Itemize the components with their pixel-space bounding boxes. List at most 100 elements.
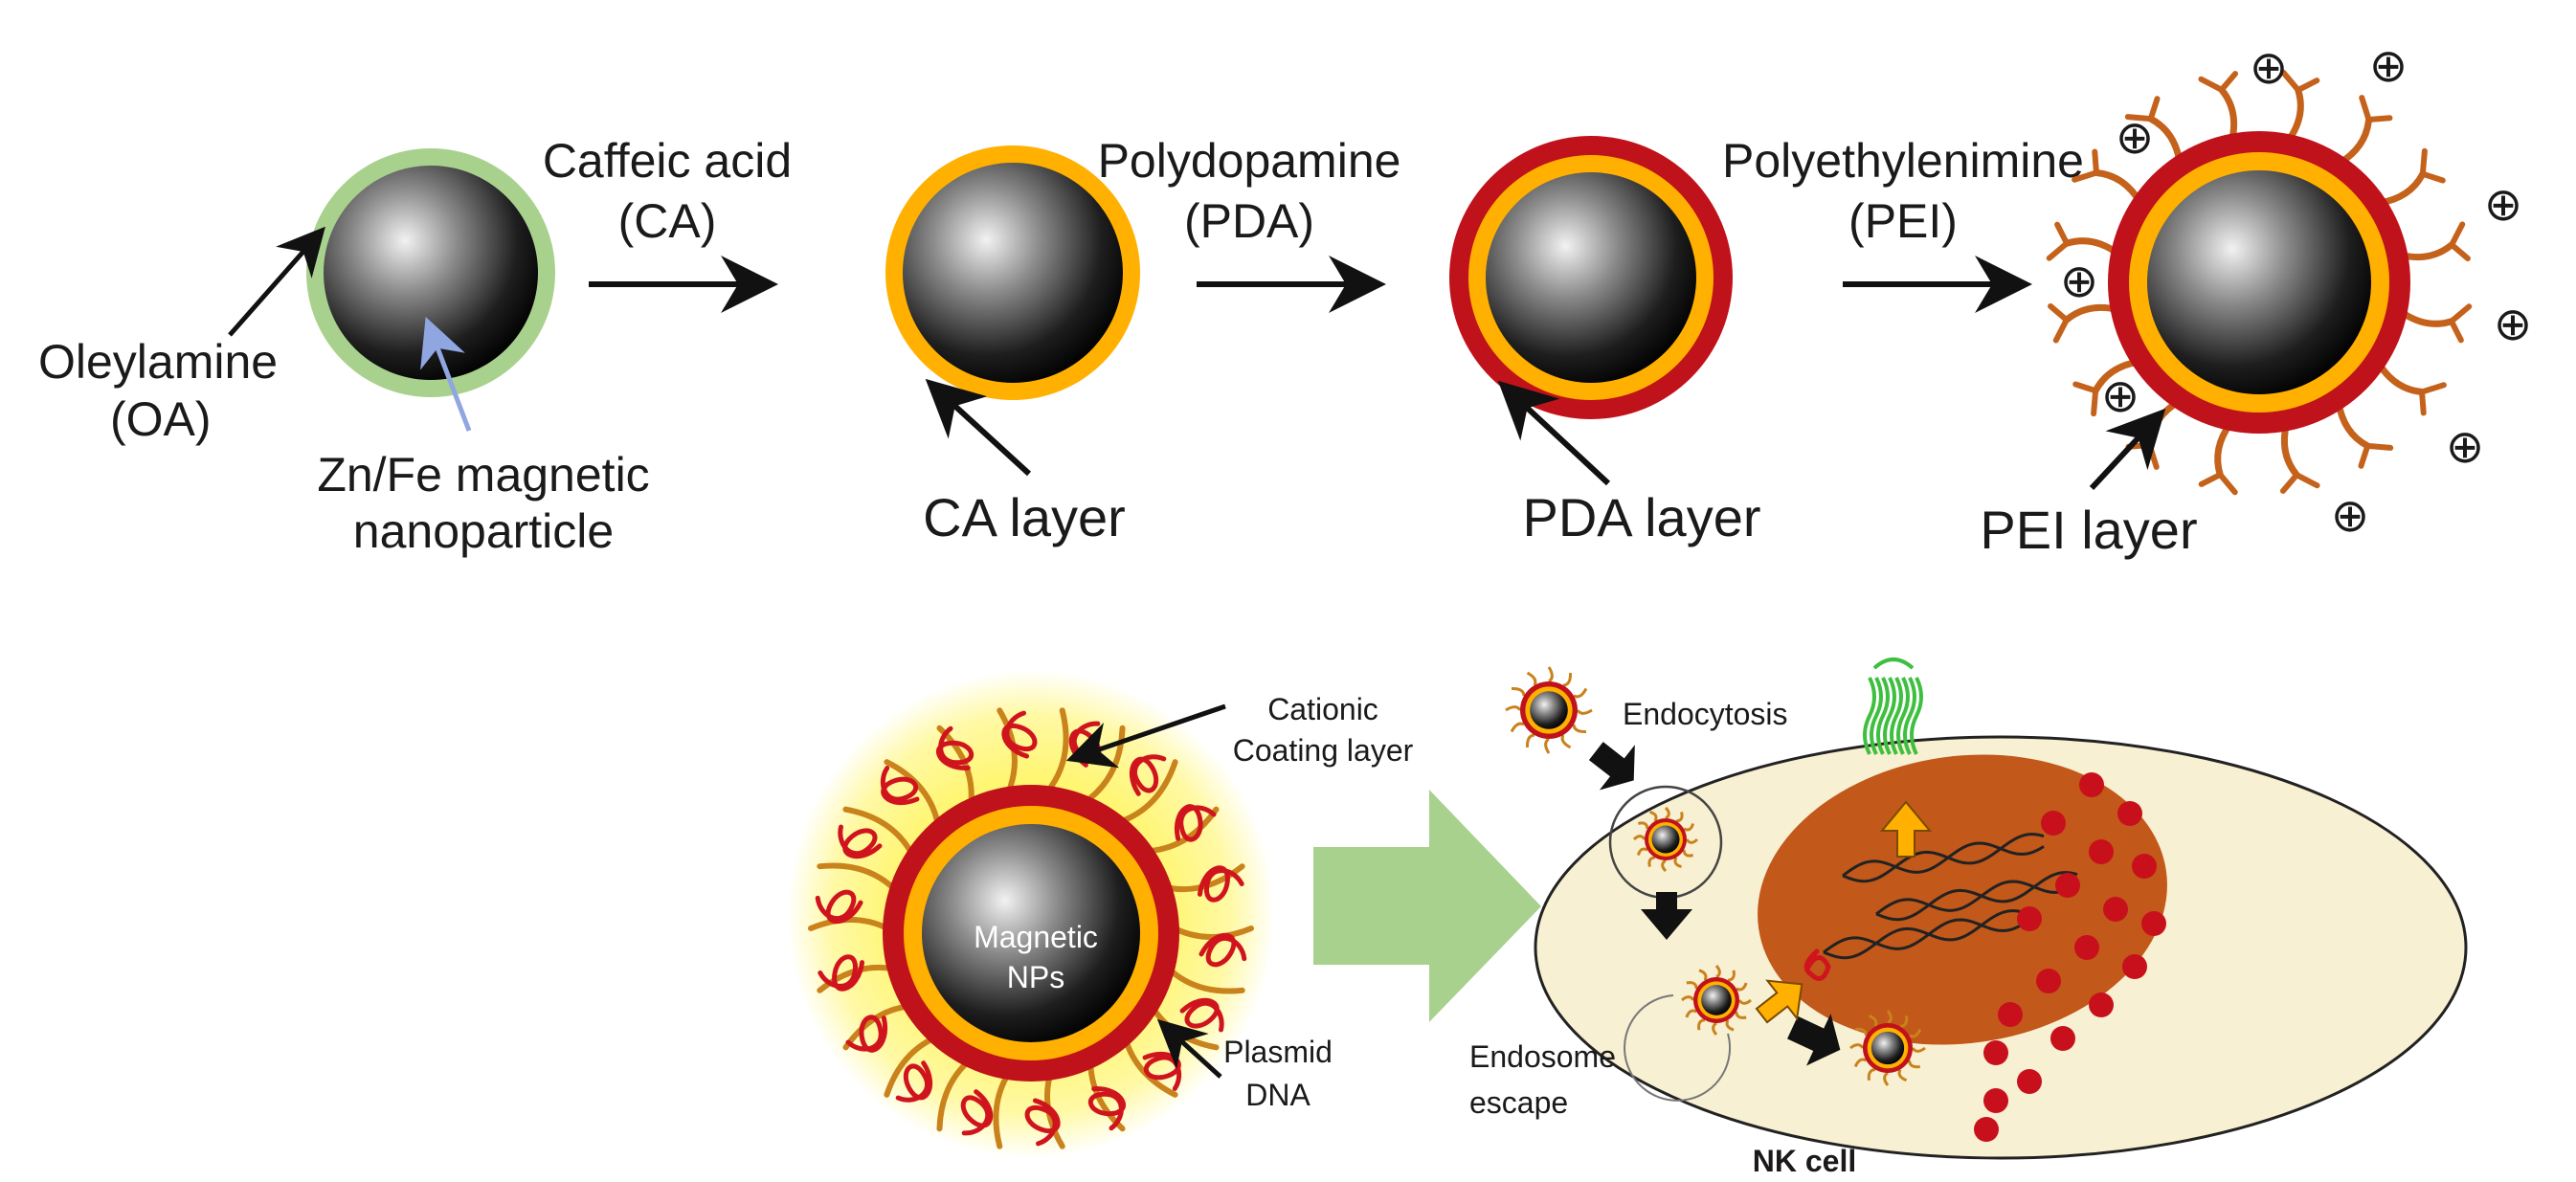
magnetic-core (2147, 170, 2371, 394)
dna-loop (845, 1015, 888, 1053)
pei-branch (2449, 221, 2466, 248)
ca-layer-label: CA layer (923, 487, 1126, 547)
dna-helix-strand (1875, 880, 2078, 916)
incoming-nanoparticle (1505, 666, 1593, 754)
np-strand (1855, 1027, 1868, 1037)
pei-strand (2396, 307, 2455, 327)
gfp-loop (1872, 658, 1915, 670)
dna-helix-icons (1823, 833, 2078, 960)
pei-branch (2092, 148, 2099, 176)
np-strand (1636, 847, 1648, 856)
plasmid-label-line1: Plasmid (1223, 1035, 1333, 1069)
step3-reagent-line1: Polyethylenimine (1722, 134, 2084, 188)
np-strand (1682, 849, 1693, 858)
dna-helix-strand (1875, 871, 2078, 922)
escaped-nanoparticle (1681, 965, 1752, 1036)
positive-charge-icon: ⊕ (2101, 371, 2139, 422)
dna-loop (815, 889, 863, 925)
np-strand (1685, 1009, 1697, 1018)
ca-nanoparticle (885, 145, 1140, 400)
endosome-nanoparticle (1632, 806, 1699, 873)
pei-strand (1122, 759, 1178, 823)
pei-branch (2365, 115, 2393, 123)
np-core (1530, 691, 1568, 729)
pei-branch (2295, 78, 2320, 94)
released-plasmid (1803, 948, 1831, 981)
oa-label-line1: Oleylamine (38, 335, 278, 389)
gfp-strand (1896, 677, 1910, 755)
pei-layer-label: PEI layer (1980, 500, 2197, 560)
np-core (1870, 1031, 1905, 1065)
np-strand (1573, 687, 1588, 699)
dna-loop (1024, 1098, 1061, 1147)
cationic-label-line2: Coating layer (1233, 733, 1414, 768)
pei-branch (2448, 318, 2464, 344)
np-strand (1868, 1014, 1878, 1028)
vesicle-dot (2050, 1026, 2075, 1051)
magnetic-label-line2: NPs (1007, 960, 1064, 994)
pda-pointer-arrow (1497, 380, 1611, 486)
pei-branch (2052, 317, 2070, 344)
plasmid-pointer-arrow (1156, 1018, 1222, 1079)
np-strand (1697, 1018, 1706, 1031)
pei-branch (2364, 442, 2394, 451)
pei-strand (884, 759, 940, 823)
endocytosis-arrow (1588, 742, 1635, 791)
np-strand (1886, 1010, 1893, 1025)
np-strand (1899, 1015, 1909, 1028)
np-strand (1681, 995, 1695, 1002)
dna-loop (1087, 1086, 1126, 1131)
pei-branch (2091, 388, 2099, 417)
gfp-strand (1890, 677, 1903, 755)
vesicle-dot (2089, 839, 2114, 864)
pei-strand (817, 862, 897, 891)
np-strand (1526, 671, 1537, 686)
np-strand (1897, 1068, 1908, 1082)
pda-layer-label: PDA layer (1523, 487, 1761, 547)
pei-strand (2093, 168, 2144, 206)
pei-strand (2147, 115, 2184, 167)
np-strand (1725, 1019, 1735, 1032)
pei-branch (2419, 170, 2446, 184)
vesicle-dot (2122, 954, 2147, 979)
ca-pointer-arrow (925, 378, 1032, 477)
np-strand (1712, 1021, 1718, 1036)
nk-cell-label: NK cell (1753, 1144, 1856, 1177)
endosome-escape-line2: escape (1469, 1085, 1568, 1120)
positive-charge-icon: ⊕ (2331, 491, 2369, 542)
pei-branch (2218, 71, 2239, 93)
vesicle-dot (1998, 1002, 2023, 1027)
dna-helix-strand (1842, 841, 2045, 878)
oa-pointer-arrow (228, 226, 325, 337)
pei-branch (2280, 69, 2301, 94)
gfp-strand (1903, 677, 1916, 755)
plasmid-dna-strands (808, 707, 1254, 1149)
vesicle-dot (1974, 1117, 1999, 1142)
core-pointer-arrow (420, 316, 472, 432)
pei-strand (2214, 419, 2234, 479)
gfp-strand (1876, 677, 1890, 755)
step2-reagent-line1: Polydopamine (1098, 134, 1401, 188)
vesicle-dot (1983, 1088, 2008, 1113)
dna-loop (936, 725, 974, 770)
release-arrow (1787, 1014, 1841, 1066)
step3-reagent-line2: (PEI) (1848, 194, 1958, 248)
dna-loop (1197, 865, 1244, 903)
dna-loop (1129, 754, 1167, 796)
plasmid-label-line2: DNA (1245, 1078, 1310, 1112)
pei-strand (1048, 707, 1069, 790)
gfp-strand (1883, 677, 1896, 755)
np-strand (1883, 1071, 1890, 1086)
gfp-strand (1870, 677, 1883, 755)
vesicle-dot (2017, 1069, 2042, 1094)
pei-branch (2279, 472, 2300, 494)
dna-helix-strand (1823, 918, 2026, 954)
np-strand (1685, 837, 1699, 844)
np-strand (1911, 1046, 1926, 1053)
np-strand (1867, 1068, 1876, 1081)
np-strand (1675, 812, 1684, 823)
endocytosis-label: Endocytosis (1623, 697, 1788, 731)
np-strand (1576, 708, 1593, 715)
pei-branch (2294, 472, 2320, 489)
